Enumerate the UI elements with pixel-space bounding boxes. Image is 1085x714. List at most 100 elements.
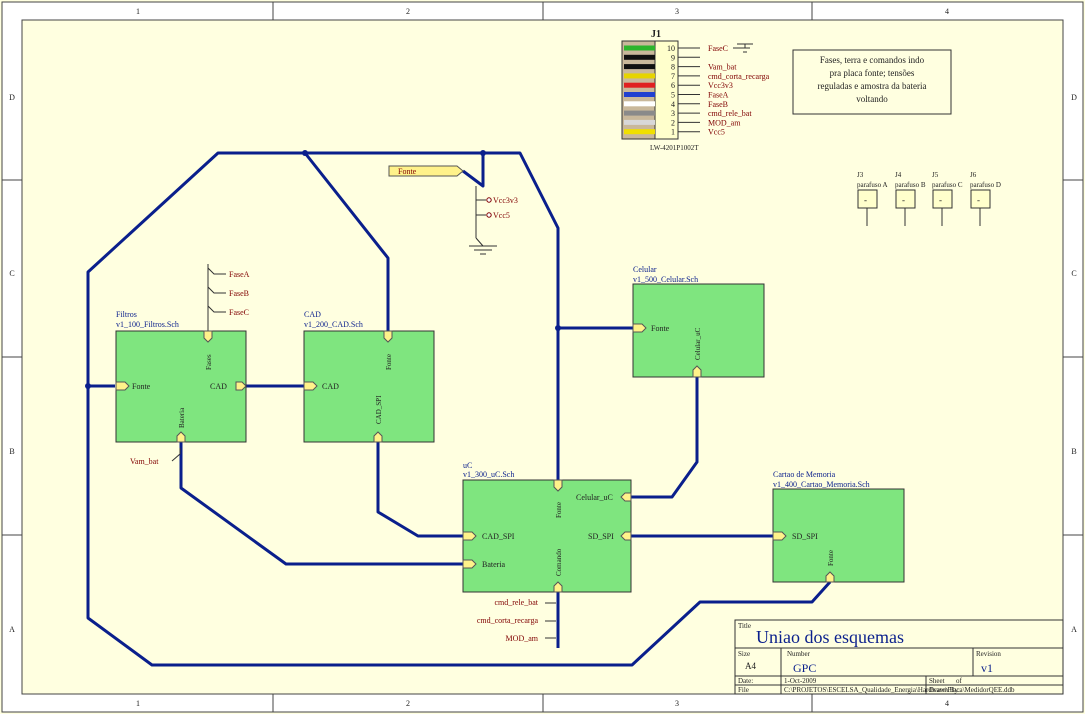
- col-marker-bottom: 4: [945, 699, 949, 708]
- row-marker-left: C: [9, 269, 14, 278]
- sheet-celular[interactable]: Celular v1_500_Celular.Sch Fonte Celular…: [632, 265, 765, 378]
- j1-wire-stripe: [624, 101, 655, 107]
- note-line: Fases, terra e comandos indo: [820, 55, 925, 65]
- drawn-by-label: Drawn By:: [929, 686, 960, 694]
- j1-net-label: Vam_bat: [708, 63, 737, 72]
- of-label: of: [956, 677, 963, 685]
- port-sd-spi: SD_SPI: [588, 532, 614, 541]
- note-line: voltando: [856, 94, 888, 104]
- port-fonte: Fonte: [827, 550, 835, 566]
- j1-pin-number: 7: [671, 72, 675, 81]
- col-marker-top: 3: [675, 7, 679, 16]
- date-label: Date:: [738, 677, 753, 685]
- row-marker-right: C: [1071, 269, 1076, 278]
- svg-text:parafuso A: parafuso A: [857, 181, 888, 189]
- svg-text:-: -: [864, 195, 867, 205]
- sheet-celular-name: Celular: [633, 265, 657, 274]
- vam-bat-label: Vam_bat: [130, 457, 159, 466]
- row-marker-left: D: [9, 93, 15, 102]
- sheet-cartao[interactable]: Cartao de Memoria v1_400_Cartao_Memoria.…: [772, 470, 905, 583]
- j1-wire-stripe: [624, 73, 655, 79]
- port-celular-uc: Celular_uC: [576, 493, 613, 502]
- port-shape: [553, 479, 563, 492]
- size-value: A4: [745, 661, 756, 671]
- j1-pin-number: 4: [671, 100, 675, 109]
- number-value: GPC: [793, 661, 816, 675]
- mod-am-label: MOD_am: [506, 634, 539, 643]
- sheet-uc[interactable]: uC v1_300_uC.Sch CAD_SPI Bateria Fonte C…: [462, 461, 632, 593]
- j1-wire-stripe: [624, 92, 655, 97]
- fonte-port-label: Fonte: [398, 167, 417, 176]
- port-fonte: Fonte: [385, 354, 393, 370]
- row-marker-left: B: [9, 447, 14, 456]
- title-block-text: Title Uniao dos esquemas Size A4 Number …: [738, 622, 1015, 694]
- drawing-title: Uniao dos esquemas: [756, 627, 904, 647]
- fase-labels: FaseA FaseB FaseC Vam_bat: [130, 270, 250, 466]
- port-shape: [632, 323, 647, 333]
- row-marker-right: B: [1071, 447, 1076, 456]
- wire-cad-spi: [376, 442, 463, 538]
- j1-pin-number: 6: [671, 81, 675, 90]
- fasec-label: FaseC: [229, 308, 249, 317]
- port-shape: [620, 492, 632, 502]
- port-fonte: Fonte: [555, 502, 563, 518]
- screw-terminals: J3 parafuso A - J4 parafuso B - J5 paraf…: [857, 171, 1001, 226]
- svg-text:-: -: [977, 195, 980, 205]
- port-shape: [303, 381, 318, 391]
- sheet-celular-file: v1_500_Celular.Sch: [633, 275, 698, 284]
- j1-net-label: Vcc5: [708, 128, 725, 137]
- size-label: Size: [738, 650, 750, 658]
- port-fonte: Fonte: [132, 382, 151, 391]
- sheet-filtros-file: v1_100_Filtros.Sch: [116, 320, 179, 329]
- j1-wire-stripe: [624, 110, 655, 116]
- svg-text:parafuso D: parafuso D: [970, 181, 1001, 189]
- col-marker-top: 2: [406, 7, 410, 16]
- j1-net-label: cmd_corta_recarga: [708, 72, 770, 81]
- sheet-cartao-file: v1_400_Cartao_Memoria.Sch: [773, 480, 870, 489]
- port-shape: [462, 531, 477, 541]
- port-shape: [176, 431, 186, 443]
- file-label: File: [738, 686, 749, 694]
- date-value: 1-Oct-2009: [784, 677, 817, 685]
- port-cad: CAD: [322, 382, 339, 391]
- port-shape: [772, 531, 787, 541]
- column-markers: 1 2 3 4 1 2 3 4: [136, 7, 949, 708]
- j1-wire-stripe: [624, 64, 655, 70]
- j1-net-label: Vcc3v3: [708, 81, 733, 90]
- port-shape: [115, 381, 130, 391]
- j1-net-label: FaseB: [708, 100, 728, 109]
- j1-wire-stripe: [624, 45, 655, 51]
- file-path: C:\PROJETOS\ESCELSA_Qualidade_Energia\Ha…: [784, 686, 1015, 694]
- vcc5-label: Vcc5: [493, 211, 510, 220]
- j1-wire-stripe: [624, 82, 655, 88]
- sheet-cad[interactable]: CAD v1_200_CAD.Sch CAD Fonte CAD_SPI: [303, 310, 435, 443]
- note-box: Fases, terra e comandos indo pra placa f…: [792, 49, 952, 115]
- port-shape: [373, 431, 383, 443]
- port-cad: CAD: [210, 382, 227, 391]
- title-block: [734, 619, 1064, 695]
- vcc3v3-label: Vcc3v3: [493, 196, 518, 205]
- j1-wire-stripes: [624, 45, 655, 135]
- row-markers: D C B A D C B A: [9, 93, 1077, 634]
- screw-j6: J6 parafuso D -: [970, 171, 1001, 226]
- fonte-port[interactable]: Fonte: [388, 165, 464, 177]
- port-cad-spi: CAD_SPI: [482, 532, 515, 541]
- port-shape: [235, 381, 247, 391]
- svg-text:J6: J6: [970, 171, 977, 179]
- port-shape: [553, 581, 563, 593]
- svg-text:-: -: [902, 195, 905, 205]
- sheet-uc-name: uC: [463, 461, 472, 470]
- revision-label: Revision: [976, 650, 1001, 658]
- port-fonte: Fonte: [651, 324, 670, 333]
- sheet-uc-file: v1_300_uC.Sch: [463, 470, 514, 479]
- ground-symbol: [733, 43, 753, 53]
- sheet-filtros[interactable]: Filtros v1_100_Filtros.Sch Fonte CAD Fas…: [115, 310, 247, 443]
- j1-pin-number: 10: [667, 44, 675, 53]
- svg-text:J5: J5: [932, 171, 939, 179]
- j1-wire-stripe: [624, 119, 655, 125]
- col-marker-top: 4: [945, 7, 949, 16]
- svg-text:parafuso C: parafuso C: [932, 181, 963, 189]
- port-fases: Fases: [205, 354, 213, 370]
- revision-value: v1: [981, 661, 993, 675]
